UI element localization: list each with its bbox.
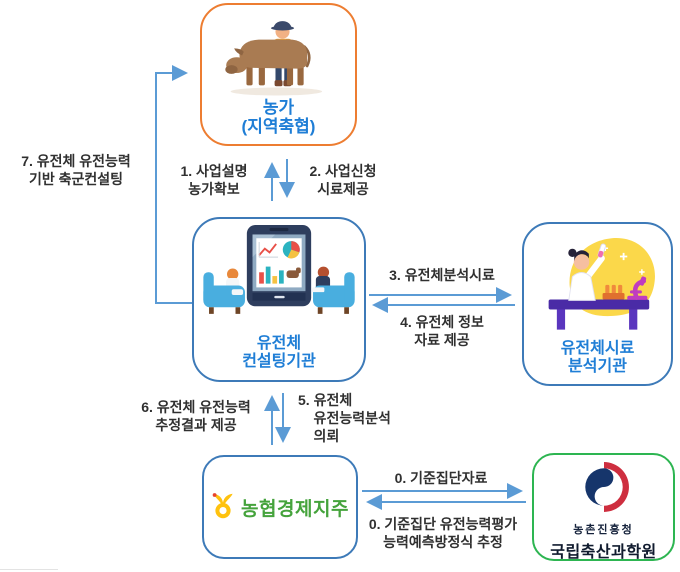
- node-consulting: 유전체 컨설팅기관: [192, 217, 366, 382]
- edge-label-3: 3. 유전체분석시료: [389, 267, 495, 283]
- node-farm: 농가 (지역축협): [200, 3, 357, 146]
- edge-label-7: 7. 유전체 유전능력 기반 축군컨설팅: [21, 153, 131, 188]
- lab-title: 유전체시료 분석기관: [560, 339, 635, 375]
- page-edge-artifact: [0, 569, 58, 570]
- edge-label-5: 5. 유전체 유전능력분석 의뢰: [298, 392, 391, 445]
- korea-government-emblem-icon: [578, 461, 630, 518]
- tablet-consulting-icon: [194, 225, 364, 329]
- edge-label-1: 1. 사업설명 농가확보: [180, 163, 248, 198]
- edge-label-6: 6. 유전체 유전능력 추정결과 제공: [141, 399, 251, 434]
- rda-agency-small: 농촌진흥청: [573, 524, 634, 536]
- nh-sprout-logo-icon: [211, 491, 235, 524]
- nh-title: 농협경제지주: [241, 498, 349, 520]
- node-rda: 농촌진흥청 국립축산과학원: [532, 453, 675, 561]
- farmer-with-cow-icon: [202, 12, 355, 98]
- edge-label-4: 4. 유전체 정보 자료 제공: [400, 314, 484, 349]
- edge-label-0a: 0. 기준집단자료: [394, 470, 488, 486]
- node-lab: 유전체시료 분석기관: [522, 222, 673, 386]
- edge-label-2: 2. 사업신청 시료제공: [309, 163, 377, 198]
- consulting-title: 유전체 컨설팅기관: [242, 334, 316, 370]
- node-nh: 농협경제지주: [202, 455, 358, 559]
- cow: [224, 39, 311, 86]
- edge-label-0b: 0. 기준집단 유전능력평가 능력예측방정식 추정: [368, 516, 518, 551]
- farm-title: 농가 (지역축협): [241, 97, 316, 136]
- scientist-lab-icon: [524, 232, 671, 334]
- rda-agency-large: 국립축산과학원: [550, 544, 657, 561]
